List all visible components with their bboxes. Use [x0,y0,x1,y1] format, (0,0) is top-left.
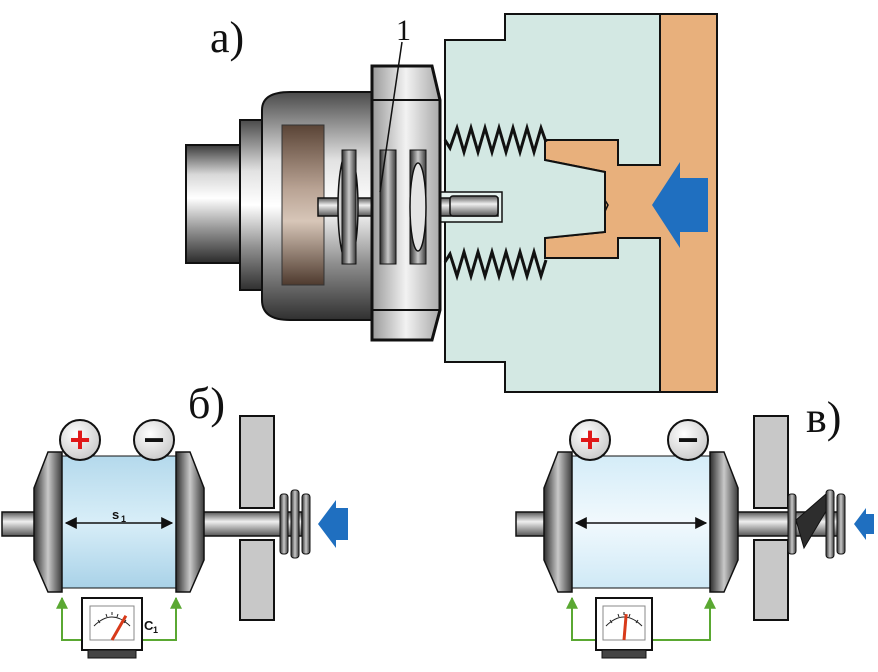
pressure-arrow-b [318,500,348,548]
minus-sign-b: − [143,419,164,460]
capacitance-meter-v [595,597,653,659]
disc-center [409,162,427,252]
wall-v-bottom [753,539,789,621]
wire-left-b [56,596,82,641]
capacitance-meter-b [81,597,143,659]
dielectric-b [61,455,177,589]
gap-label-b-sub: 1 [121,514,126,524]
meter-needle-b [110,614,128,641]
plus-sign-b: + [69,419,90,460]
bellows-b-1 [279,493,289,555]
panel-a: 1 а) [185,13,718,393]
bellows-b-3 [301,493,311,555]
plate-right-b [175,451,205,593]
disc-inner-1 [379,149,397,265]
bellows-v-3 [836,493,846,555]
shaft-tip [449,195,499,217]
brown-band [281,124,325,286]
capacitance-label-b: C [144,618,154,633]
plus-terminal-b [59,419,101,461]
minus-sign-v: − [677,419,698,460]
minus-terminal-v [667,419,709,461]
pressure-arrow-v [854,508,874,540]
panel-b: б) s 1 + − [1,379,348,659]
panel-label-a: а) [210,13,244,62]
minus-terminal-b [133,419,175,461]
bellows-v-2 [825,489,835,559]
wire-left-v [566,596,596,641]
wire-right-b [142,596,182,641]
callout-leader [379,41,403,193]
panel-v: в) + − [515,393,874,659]
plate-right-v [709,451,739,593]
pressure-arrow-a [652,162,708,248]
capacitance-label-b-sub: 1 [153,625,158,635]
plus-terminal-v [569,419,611,461]
wire-right-v [652,596,716,641]
wall-v-top [753,415,789,509]
panel-label-b: б) [188,379,225,428]
plus-sign-v: + [579,419,600,460]
bellows-b-2 [290,489,300,559]
disc-left-hub [341,149,357,265]
wall-b-bottom [239,539,275,621]
dielectric-v [571,455,711,589]
panel-label-v: в) [806,393,841,442]
bellows-v-1 [787,493,797,555]
meter-needle-v [622,613,628,641]
wall-b-top [239,415,275,509]
bellows-top [443,122,548,158]
bellows-bottom [443,246,548,282]
sensor-housing [444,13,661,393]
callout-number: 1 [396,14,411,47]
gap-label-b: s [112,507,119,522]
plate-left-v [543,451,573,593]
plate-left-b [33,451,63,593]
